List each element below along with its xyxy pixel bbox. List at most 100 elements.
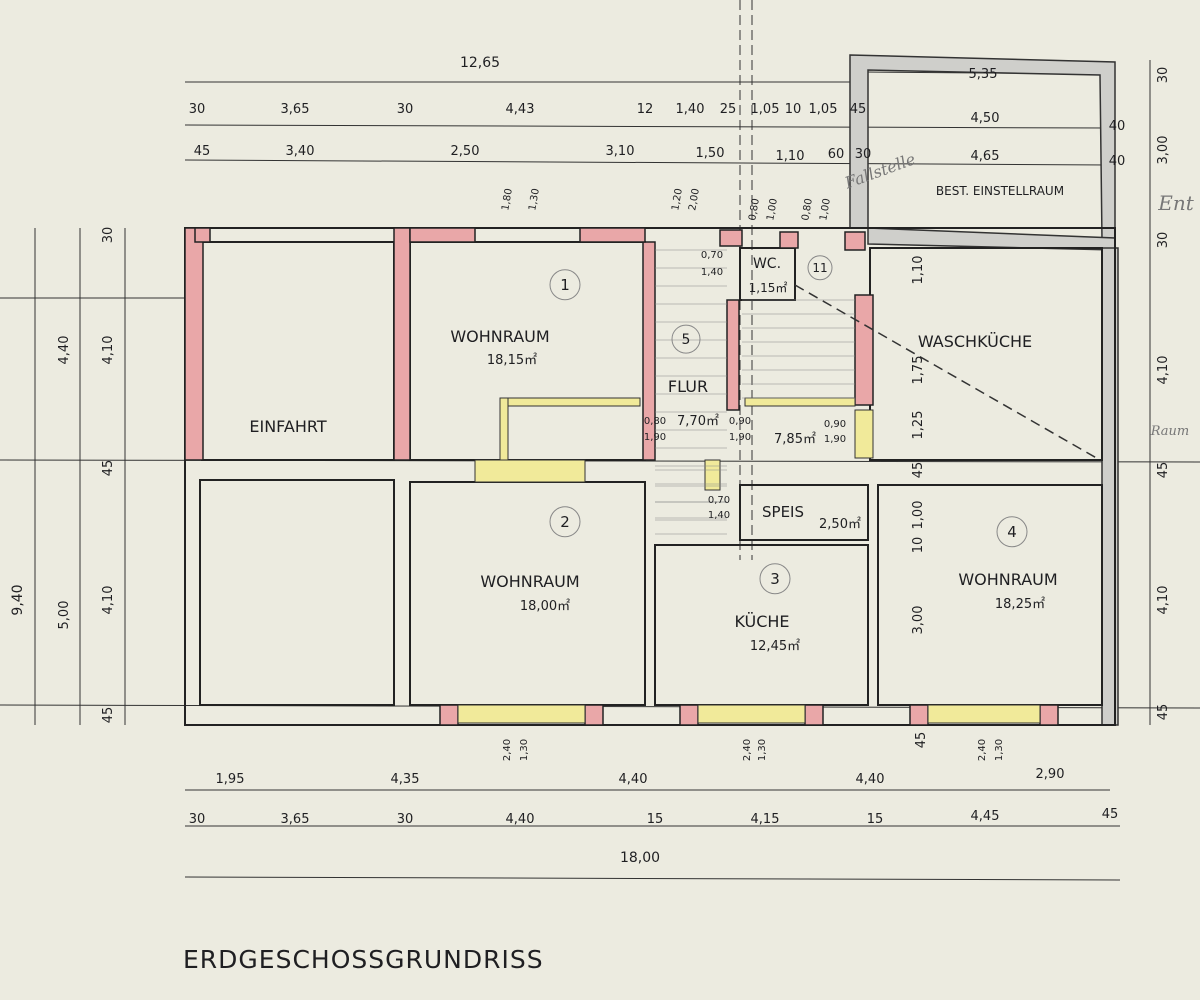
dim-bottom-row2-8: 45	[1102, 807, 1119, 822]
room-area-wohnraum-1: 18,15㎡	[487, 353, 537, 368]
room-label-kueche: KÜCHE	[734, 612, 789, 631]
dim-right-inner-7: 45	[914, 732, 929, 749]
dim-windows-bottom-5: 1,30	[994, 739, 1005, 761]
room-number-circle	[807, 255, 833, 281]
dim-inner-6: 0,90	[824, 419, 846, 430]
room-area-kueche: 12,45㎡	[750, 639, 800, 654]
dim-openings-top-6: 0,80	[800, 198, 815, 222]
dim-openings-top-4: 0,80	[747, 198, 762, 222]
dim-top-row2-5: 1,10	[776, 149, 805, 164]
dim-top-row1-9: 1,05	[809, 102, 838, 117]
dim-top-row2-0: 45	[194, 144, 211, 159]
room-number-circle	[996, 516, 1028, 548]
dim-bottom-row2-4: 15	[647, 812, 664, 827]
dim-top-storage: 5,35	[969, 67, 998, 82]
dim-inner-3: 1,90	[644, 432, 666, 443]
dim-inner-4: 0,90	[729, 416, 751, 427]
room-label-einstellraum: BEST. EINSTELLRAUM	[936, 184, 1064, 198]
dim-right-2: 30	[1156, 232, 1171, 249]
dim-right-6: 45	[1156, 704, 1171, 721]
dim-bottom-row2-3: 4,40	[506, 812, 535, 827]
room-number-circle	[759, 563, 791, 595]
dim-openings-top-1: 1,30	[527, 188, 542, 212]
dim-bottom-row1-3: 4,40	[856, 772, 885, 787]
dim-windows-bottom-4: 2,40	[977, 739, 988, 761]
dim-top-row1-4: 12	[637, 102, 654, 117]
dim-bottom-row2-6: 15	[867, 812, 884, 827]
room-area-wohnraum-4: 18,25㎡	[995, 597, 1045, 612]
dim-bottom-row1-4: 2,90	[1036, 767, 1065, 782]
dim-left-mid-1: 5,00	[57, 601, 72, 630]
staircase	[655, 249, 855, 535]
dim-right-3: 4,10	[1156, 356, 1171, 385]
handwritten-note-ent: Ent	[1157, 191, 1194, 215]
dim-right-4: 45	[1156, 462, 1171, 479]
dim-left-inner-2: 45	[101, 460, 116, 477]
dim-right-inner-5: 10	[911, 537, 926, 554]
dim-openings-top-2: 1,20	[670, 188, 685, 212]
walls	[184, 227, 1116, 726]
dim-inner-2: 0,80	[644, 416, 666, 427]
dim-top-total: 12,65	[460, 55, 500, 71]
dim-top-row1-5: 1,40	[676, 102, 705, 117]
dim-bottom-row2-7: 4,45	[971, 809, 1000, 824]
dim-top-row1-8: 10	[785, 102, 802, 117]
dim-top-row1-2: 30	[397, 102, 414, 117]
dim-top-row1-1: 3,65	[281, 102, 310, 117]
room-number-circle	[549, 269, 581, 301]
dim-windows-bottom-0: 2,40	[502, 739, 513, 761]
dim-top-row2-7: 30	[855, 147, 872, 162]
dim-bottom-row2-2: 30	[397, 812, 414, 827]
dim-top-row1-10: 45	[850, 102, 867, 117]
dim-inner-5: 1,90	[729, 432, 751, 443]
room-number-5: 5	[682, 332, 691, 348]
dim-top-row1-7: 1,05	[751, 102, 780, 117]
dim-windows-bottom-1: 1,30	[519, 739, 530, 761]
room-label-wohnraum-1: WOHNRAUM	[450, 327, 549, 346]
dim-bottom-row2-0: 30	[189, 812, 206, 827]
dim-right-1: 3,00	[1156, 136, 1171, 165]
room-label-flur: FLUR	[668, 377, 708, 396]
dim-right-inner-3: 45	[911, 462, 926, 479]
dimension-lines	[0, 0, 1200, 881]
room-label-wohnraum-4: WOHNRAUM	[958, 570, 1057, 589]
dim-right-inner-4: 1,00	[911, 501, 926, 530]
dim-bottom-row2-1: 3,65	[281, 812, 310, 827]
dim-top-row2-2: 2,50	[451, 144, 480, 159]
dim-inner-0: 0,70	[701, 250, 723, 261]
dim-inner-7: 1,90	[824, 434, 846, 445]
dim-right-5: 4,10	[1156, 586, 1171, 615]
room-number-2: 2	[560, 513, 570, 531]
room-number-circle	[671, 324, 701, 354]
dim-right-inner-1: 1,75	[911, 356, 926, 385]
dim-left-inner-3: 4,10	[101, 586, 116, 615]
room-area-speis: 2,50㎡	[819, 517, 861, 532]
room-number-4: 4	[1007, 523, 1017, 541]
dim-openings-top-3: 2,00	[687, 188, 702, 212]
dashed-diagonal-line	[794, 284, 1101, 461]
dim-bottom-row1-2: 4,40	[619, 772, 648, 787]
room-label-waschkueche: WASCHKÜCHE	[918, 332, 1032, 351]
dim-openings-top-7: 1,00	[818, 198, 833, 222]
room-number-3: 3	[770, 570, 780, 588]
room-label-wohnraum-2: WOHNRAUM	[480, 572, 579, 591]
dim-openings-top-5: 1,00	[765, 198, 780, 222]
dim-right-inner-6: 3,00	[911, 606, 926, 635]
plan-title: ERDGESCHOSSGRUNDRISS	[183, 945, 544, 974]
dim-left-total: 9,40	[10, 584, 26, 615]
dim-top-row1-11: 4,50	[971, 111, 1000, 126]
room-label-wc: WC.	[753, 256, 781, 272]
dim-top-row2-1: 3,40	[286, 144, 315, 159]
dim-top-row2-9: 40	[1109, 154, 1126, 169]
room-area-flur: 7,70㎡	[677, 414, 719, 429]
dim-left-mid-0: 4,40	[57, 336, 72, 365]
room-label-speis: SPEIS	[762, 503, 804, 521]
dim-top-row2-6: 60	[828, 147, 845, 162]
dim-right-inner-0: 1,10	[911, 256, 926, 285]
dim-bottom-row1-1: 4,35	[391, 772, 420, 787]
room-label-einfahrt: EINFAHRT	[249, 417, 326, 436]
dim-top-row2-8: 4,65	[971, 149, 1000, 164]
room-area-wc: 1,15㎡	[749, 281, 788, 295]
dim-bottom-row2-5: 4,15	[751, 812, 780, 827]
dim-top-row2-4: 1,50	[696, 146, 725, 161]
